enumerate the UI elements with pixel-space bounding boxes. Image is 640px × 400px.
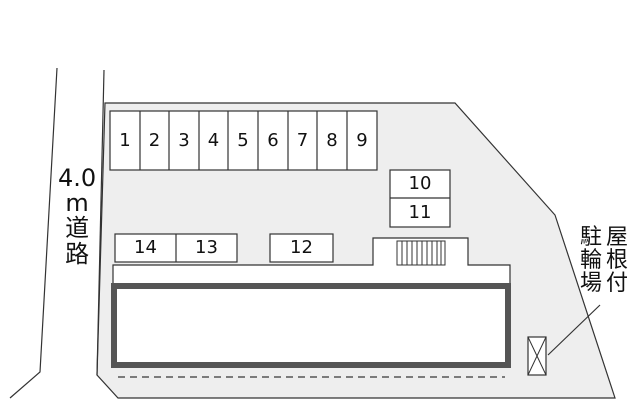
parking-slot-1: 1 [119,129,131,151]
bike-parking-leader [547,304,601,356]
bike-parking-char: 付 [606,271,629,297]
stairs [396,240,446,266]
parking-slot-4: 4 [207,129,220,151]
parking-block-12 [269,233,334,263]
bike-parking-char: 輪 [580,248,603,274]
bike-parking-char: 屋 [606,225,629,250]
parking-slot-12: 12 [290,237,313,258]
bike-parking-label-col-1: 駐 輪 場 [580,226,602,295]
bike-parking-label-col-2: 屋 根 付 [606,226,628,295]
parking-slot-10: 10 [408,173,432,194]
bike-parking-char: 場 [580,271,603,297]
road-edge-right [96,69,105,376]
bike-parking-char: 根 [606,248,629,274]
parking-slot-11: 11 [408,201,432,223]
road-edge-left [9,67,58,399]
parking-slot-13: 13 [195,237,218,258]
parking-slot-14: 14 [134,237,157,258]
parking-slot-7: 7 [296,129,309,151]
bike-parking-char: 駐 [580,225,603,250]
road-label: 4.0 m 道 路 [58,164,97,268]
parking-row-1-9 [109,110,378,171]
parking-slot-5: 5 [237,129,249,151]
parking-slot-9: 9 [356,129,368,151]
parking-slot-8: 8 [326,129,338,151]
parking-slot-3: 3 [178,129,190,151]
road-name-char-1: 道 [65,214,90,243]
road-name-char-2: 路 [65,239,90,268]
parking-slot-2: 2 [148,129,161,151]
building [111,283,511,368]
road-unit-label: m [65,189,89,218]
road-width-label: 4.0 [58,164,97,192]
parking-slot-6: 6 [267,129,279,151]
